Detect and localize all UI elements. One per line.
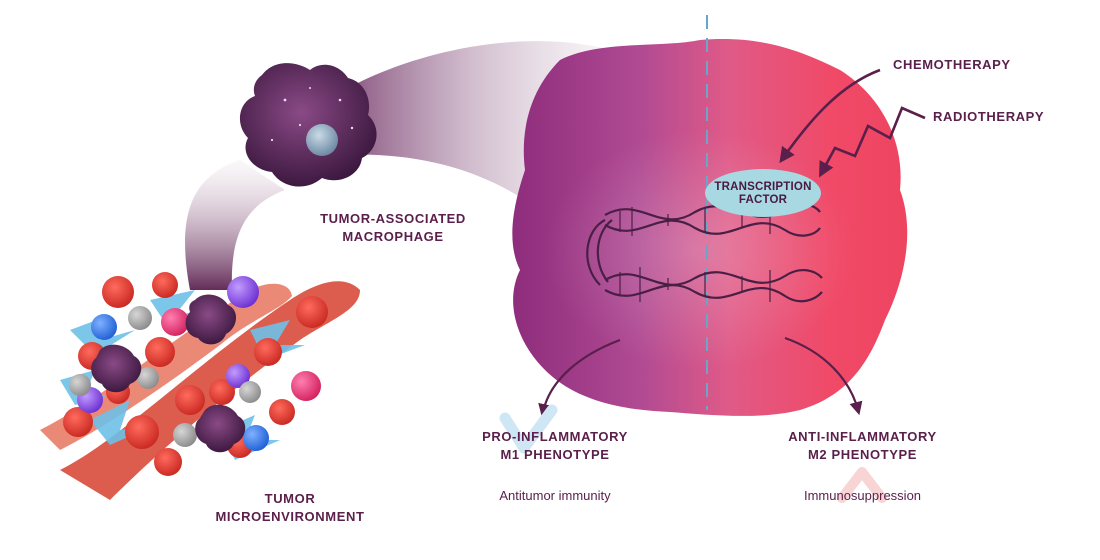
tme-label-line-2: MICROENVIRONMENT <box>215 509 365 524</box>
tumor-microenvironment-illustration <box>40 272 360 500</box>
m1-label-line-2: M1 PHENOTYPE <box>500 447 610 462</box>
tam-label: TUMOR-ASSOCIATED MACROPHAGE <box>313 210 473 246</box>
tme-label: TUMOR MICROENVIRONMENT <box>205 490 375 526</box>
transcription-factor-line-1: TRANSCRIPTION <box>714 181 812 193</box>
chemotherapy-label: CHEMOTHERAPY <box>893 56 1023 74</box>
nucleus-region <box>545 130 855 370</box>
m1-phenotype-label: PRO-INFLAMMATORY M1 PHENOTYPE <box>470 428 640 464</box>
m2-label-line-2: M2 PHENOTYPE <box>807 447 918 462</box>
transcription-factor-line-2: FACTOR <box>738 194 788 206</box>
m1-arrow <box>538 338 621 418</box>
radiotherapy-label: RADIOTHERAPY <box>933 108 1063 126</box>
m1-effect-label: Antitumor immunity <box>499 488 611 503</box>
tam-label-line-2: MACROPHAGE <box>342 229 444 244</box>
lightning-bolt-icon <box>819 106 926 178</box>
transcription-factor-label: TRANSCRIPTION FACTOR <box>705 181 821 207</box>
tme-label-line-1: TUMOR <box>264 491 316 506</box>
tme-to-macrophage-beam <box>185 160 285 290</box>
transcription-factor-shape <box>705 169 821 217</box>
m2-phenotype-label: ANTI-INFLAMMATORY M2 PHENOTYPE <box>775 428 950 464</box>
macrophage-cell-icon <box>239 63 377 187</box>
radiotherapy-text: RADIOTHERAPY <box>933 109 1045 124</box>
chemotherapy-text: CHEMOTHERAPY <box>893 57 1011 72</box>
m2-label-line-1: ANTI-INFLAMMATORY <box>788 429 937 444</box>
chemotherapy-arrow <box>779 68 881 164</box>
m2-effect-label: Immunosuppression <box>803 488 922 503</box>
m2-arrow <box>784 336 863 416</box>
caret-up-icon <box>837 467 887 503</box>
tam-label-line-1: TUMOR-ASSOCIATED <box>320 211 466 226</box>
m1-label-line-1: PRO-INFLAMMATORY <box>482 429 628 444</box>
check-mark-icon <box>499 404 558 454</box>
